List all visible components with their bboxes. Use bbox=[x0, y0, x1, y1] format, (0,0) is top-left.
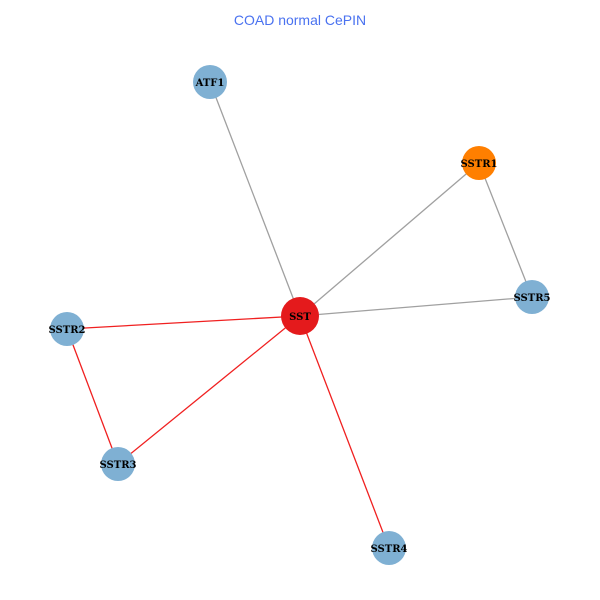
edges-layer bbox=[66, 81, 533, 549]
node-label: SSTR1 bbox=[461, 159, 498, 170]
edge-sst-sstr4 bbox=[299, 315, 390, 549]
node-circle bbox=[372, 531, 406, 565]
edge-sstr2-sstr3 bbox=[66, 328, 119, 465]
node-label: SSTR4 bbox=[371, 544, 408, 555]
edge-sst-sstr5 bbox=[299, 296, 533, 317]
figure-title: COAD normal CePIN bbox=[233, 12, 367, 28]
node-label: SSTR3 bbox=[100, 460, 137, 471]
node-label: SSTR2 bbox=[49, 325, 86, 336]
node-atf1: ATF1 bbox=[193, 65, 227, 99]
node-sstr1: SSTR1 bbox=[461, 146, 498, 180]
node-sstr2: SSTR2 bbox=[49, 312, 86, 346]
edge-sstr3-sst bbox=[117, 315, 301, 465]
node-sst: SST bbox=[281, 297, 319, 335]
node-sstr5: SSTR5 bbox=[514, 280, 551, 314]
edge-sstr1-sst bbox=[299, 162, 480, 317]
node-sstr4: SSTR4 bbox=[371, 531, 408, 565]
edge-sst-sstr2 bbox=[66, 315, 301, 330]
node-label: ATF1 bbox=[195, 78, 225, 89]
node-circle bbox=[50, 312, 84, 346]
node-sstr3: SSTR3 bbox=[100, 447, 137, 481]
node-circle bbox=[515, 280, 549, 314]
node-circle bbox=[462, 146, 496, 180]
edge-atf1-sst bbox=[209, 81, 301, 317]
node-label: SSTR5 bbox=[514, 293, 551, 304]
node-circle bbox=[101, 447, 135, 481]
node-label: SST bbox=[289, 312, 311, 323]
edge-sstr1-sstr5 bbox=[478, 162, 533, 298]
node-circle bbox=[193, 65, 227, 99]
node-circle bbox=[281, 297, 319, 335]
